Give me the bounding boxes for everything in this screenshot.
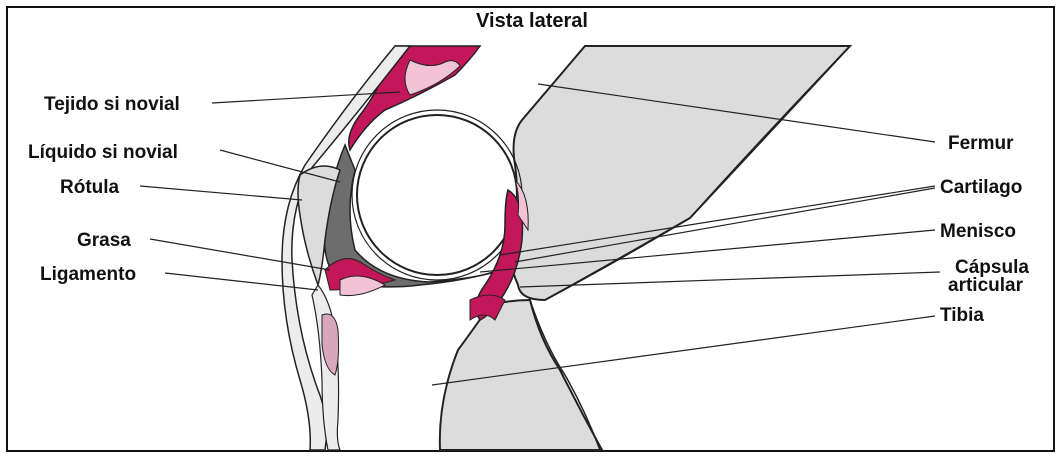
label-ligamento: Ligamento [40, 264, 136, 285]
leader-ligamento [165, 273, 318, 290]
leader-grasa [150, 239, 330, 270]
label-grasa: Grasa [77, 230, 131, 251]
tibia-shape [440, 300, 602, 450]
label-tejido-sinovial: Tejido si novial [44, 94, 180, 115]
label-rotula: Rótula [60, 177, 120, 198]
label-cartilago: Cartilago [940, 177, 1022, 198]
label-capsula-line2: articular [948, 275, 1024, 296]
label-tibia: Tibia [940, 305, 984, 326]
diagram-title: Vista lateral [476, 10, 588, 32]
femoral-condyle [357, 115, 517, 275]
label-liquido-sinovial: Líquido si novial [28, 142, 178, 163]
leader-rotula [140, 186, 302, 200]
label-menisco: Menisco [940, 221, 1016, 242]
label-fermur: Fermur [948, 133, 1014, 154]
femur-shape [509, 46, 850, 300]
